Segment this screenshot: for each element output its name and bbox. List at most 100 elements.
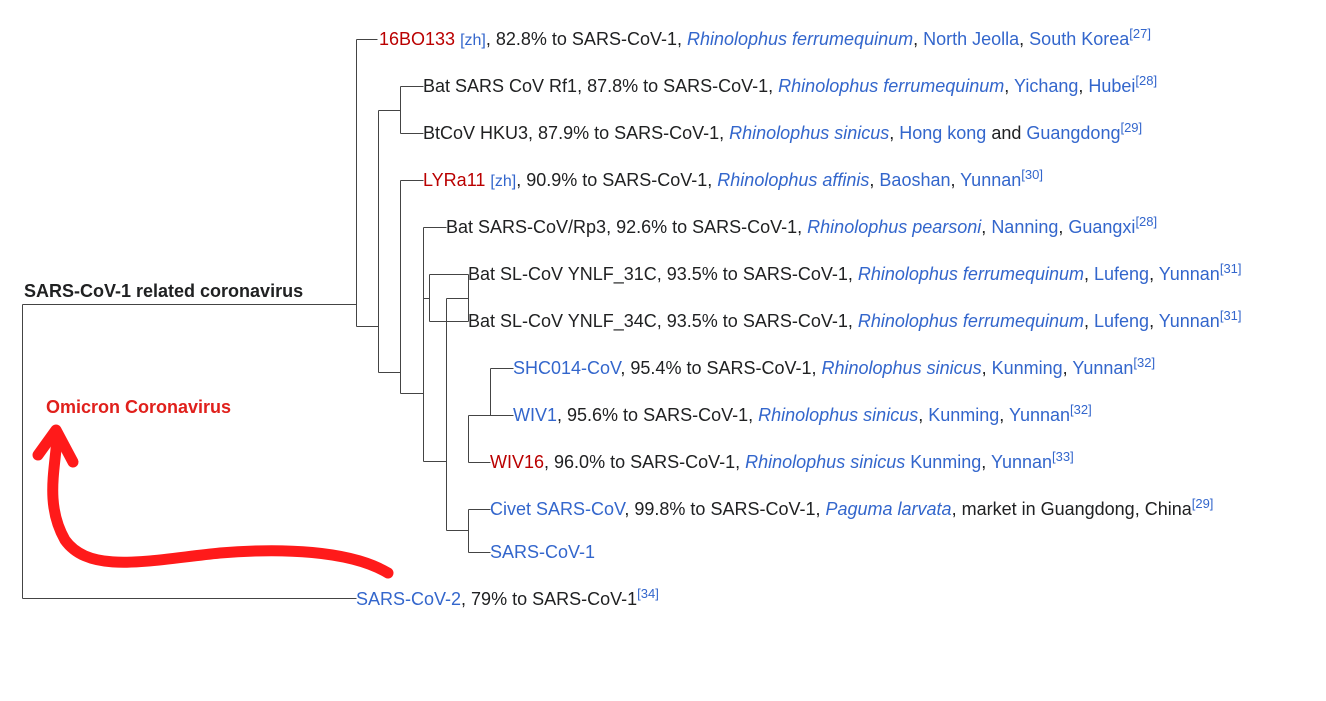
region-link[interactable]: Yunnan — [990, 452, 1053, 472]
region-link[interactable]: Yunnan — [1072, 358, 1134, 378]
separator: and — [986, 123, 1027, 143]
host-species-link[interactable]: Rhinolophus ferrumequinum — [686, 29, 914, 49]
leaf-civet-sars-cov: Civet SARS-CoV, 99.8% to SARS-CoV-1, Pag… — [490, 496, 1214, 520]
location-link[interactable]: Hong kong — [899, 123, 987, 143]
separator: , — [981, 217, 992, 237]
leaf-shc014-cov: SHC014-CoV, 95.4% to SARS-CoV-1, Rhinolo… — [513, 355, 1156, 379]
separator: , — [913, 29, 924, 49]
region-link[interactable]: Guangdong — [1026, 123, 1121, 143]
leaf-ynlf-34c: Bat SL-CoV YNLF_34C, 93.5% to SARS-CoV-1… — [468, 308, 1242, 332]
leaf-lyra11: LYRa11 [zh], 90.9% to SARS-CoV-1, Rhinol… — [423, 167, 1043, 193]
leaf-bat-sars-cov-rf1: Bat SARS CoV Rf1, 87.8% to SARS-CoV-1, R… — [423, 73, 1158, 97]
citation-link[interactable]: [32] — [1133, 355, 1156, 370]
separator: , — [1058, 217, 1069, 237]
virus-name: Bat SARS-CoV/Rp3 — [446, 217, 607, 237]
virus-name: BtCoV HKU3 — [423, 123, 529, 143]
leaf-bat-sars-cov-rp3: Bat SARS-CoV/Rp3, 92.6% to SARS-CoV-1, R… — [446, 214, 1158, 238]
citation-link[interactable]: [33] — [1052, 449, 1074, 464]
virus-name-link[interactable]: SHC014-CoV — [513, 358, 621, 378]
host-species-link[interactable]: Rhinolophus ferrumequinum — [857, 264, 1084, 284]
host-species-link[interactable]: Rhinolophus sinicus — [758, 405, 919, 425]
region-link[interactable]: Yunnan — [1158, 264, 1220, 284]
identity-text: , 93.5% to SARS-CoV-1, — [656, 264, 858, 284]
virus-name-link[interactable]: SARS-CoV-1 — [490, 542, 596, 562]
citation-link[interactable]: [28] — [1135, 214, 1158, 229]
region-link[interactable]: South Korea — [1029, 29, 1130, 49]
separator: , — [999, 405, 1009, 425]
identity-text: , 95.6% to SARS-CoV-1, — [557, 405, 759, 425]
region-link[interactable]: Yunnan — [960, 170, 1022, 190]
identity-text: , 90.9% to SARS-CoV-1, — [516, 170, 718, 190]
host-species-link[interactable]: Rhinolophus sinicus — [729, 123, 890, 143]
location-link[interactable]: Lufeng — [1094, 311, 1150, 331]
region-link[interactable]: Hubei — [1088, 76, 1136, 96]
region-link[interactable]: Yunnan — [1158, 311, 1220, 331]
separator: , — [1078, 76, 1089, 96]
identity-text: , 87.9% to SARS-CoV-1, — [528, 123, 730, 143]
citation-link[interactable]: [32] — [1070, 402, 1092, 417]
separator: , — [981, 452, 991, 472]
tree-branches — [22, 39, 514, 599]
separator: , — [889, 123, 900, 143]
host-species-link[interactable]: Paguma larvata — [825, 499, 952, 519]
separator: , — [1149, 311, 1159, 331]
location-link[interactable]: Kunming — [991, 358, 1063, 378]
location-link[interactable]: North Jeolla — [923, 29, 1020, 49]
virus-name: Bat SARS CoV Rf1 — [423, 76, 578, 96]
host-species-link[interactable]: Rhinolophus affinis — [717, 170, 870, 190]
citation-link[interactable]: [31] — [1219, 261, 1242, 276]
separator: , — [1062, 358, 1073, 378]
separator: , — [869, 170, 880, 190]
separator: , — [1149, 264, 1159, 284]
separator: , — [1019, 29, 1030, 49]
virus-name: Bat SL-CoV YNLF_31C — [468, 264, 657, 284]
omicron-arrowhead — [32, 424, 79, 468]
zh-interlanguage-link[interactable]: [zh] — [460, 32, 486, 49]
location-link[interactable]: Kunming — [910, 452, 982, 472]
location-link[interactable]: Nanning — [991, 217, 1059, 237]
omicron-arrow — [47, 432, 394, 579]
leaf-ynlf-31c: Bat SL-CoV YNLF_31C, 93.5% to SARS-CoV-1… — [468, 261, 1242, 285]
citation-link[interactable]: [29] — [1191, 496, 1214, 511]
citation-link[interactable]: [31] — [1219, 308, 1242, 323]
location-link[interactable]: Baoshan — [879, 170, 951, 190]
zh-interlanguage-link[interactable]: [zh] — [490, 173, 517, 190]
leaf-wiv16: WIV16, 96.0% to SARS-CoV-1, Rhinolophus … — [490, 449, 1074, 473]
region-link[interactable]: Yunnan — [1008, 405, 1071, 425]
citation-link[interactable]: [30] — [1021, 167, 1043, 182]
host-species-link[interactable]: Rhinolophus pearsoni — [807, 217, 982, 237]
citation-link[interactable]: [34] — [637, 586, 659, 601]
citation-link[interactable]: [29] — [1120, 120, 1143, 135]
host-species-link[interactable]: Rhinolophus sinicus — [745, 452, 906, 472]
separator: , — [981, 358, 992, 378]
host-species-link[interactable]: Rhinolophus ferrumequinum — [778, 76, 1005, 96]
leaf-sars-cov-1: SARS-CoV-1 — [490, 541, 595, 563]
identity-text: , 79% to SARS-CoV-1 — [461, 589, 638, 609]
separator: , — [951, 499, 962, 519]
leaf-16bo133: 16BO133 [zh], 82.8% to SARS-CoV-1, Rhino… — [379, 26, 1151, 52]
omicron-annotation-label: Omicron Coronavirus — [46, 397, 232, 417]
identity-text: , 82.8% to SARS-CoV-1, — [485, 29, 687, 49]
location-link[interactable]: Kunming — [928, 405, 1000, 425]
host-species-link[interactable]: Rhinolophus sinicus — [821, 358, 982, 378]
citation-link[interactable]: [27] — [1129, 26, 1151, 41]
virus-name-link[interactable]: SARS-CoV-2 — [356, 589, 462, 609]
root-clade-label: SARS-CoV-1 related coronavirus — [24, 281, 307, 302]
virus-name-link[interactable]: WIV16 — [490, 452, 545, 472]
location-link[interactable]: Lufeng — [1094, 264, 1150, 284]
location-link[interactable]: Yichang — [1013, 76, 1079, 96]
region-link[interactable]: Guangxi — [1068, 217, 1136, 237]
virus-name-link[interactable]: 16BO133 — [379, 29, 456, 49]
separator: , — [1004, 76, 1014, 96]
host-species-link[interactable]: Rhinolophus ferrumequinum — [857, 311, 1084, 331]
location-text: market in Guangdong, China — [961, 499, 1192, 519]
leaf-wiv1: WIV1, 95.6% to SARS-CoV-1, Rhinolophus s… — [513, 402, 1092, 426]
identity-text: , 87.8% to SARS-CoV-1, — [577, 76, 779, 96]
virus-name-link[interactable]: Civet SARS-CoV — [490, 499, 625, 519]
identity-text: , 96.0% to SARS-CoV-1, — [544, 452, 746, 472]
virus-name-link[interactable]: WIV1 — [513, 405, 558, 425]
virus-name-link[interactable]: LYRa11 — [423, 170, 486, 190]
citation-link[interactable]: [28] — [1135, 73, 1158, 88]
separator: , — [918, 405, 929, 425]
